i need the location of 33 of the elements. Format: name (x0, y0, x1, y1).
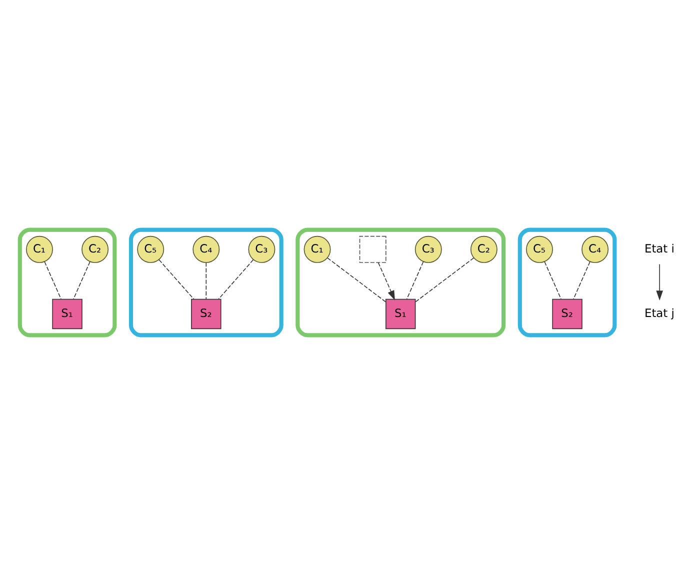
node-text: Etat j (644, 306, 674, 320)
arrow (378, 262, 395, 300)
connector (544, 261, 562, 300)
cluster (518, 228, 617, 338)
connector (158, 259, 194, 300)
connector (327, 258, 386, 302)
cluster (128, 228, 284, 338)
cluster (18, 228, 117, 338)
arrow (656, 264, 664, 300)
node-circle: C₅ (526, 236, 553, 263)
connector (218, 259, 254, 300)
node-box: S₂ (552, 298, 582, 330)
node-circle: C₃ (414, 236, 442, 263)
connector (44, 261, 62, 300)
node-circle: C₅ (137, 236, 164, 263)
node-circle: C₁ (26, 236, 53, 263)
cluster (296, 228, 506, 338)
node-box (359, 236, 386, 263)
connector (406, 261, 424, 300)
node-box: S₂ (191, 298, 222, 330)
node-circle: C₄ (192, 236, 220, 263)
connector (573, 261, 590, 300)
connector (415, 258, 474, 302)
node-box: S₁ (52, 298, 82, 330)
node-circle: C₁ (304, 236, 331, 263)
node-text: Etat i (644, 241, 674, 256)
node-box: S₁ (386, 298, 416, 330)
node-circle: C₂ (82, 236, 109, 263)
node-circle: C₂ (470, 236, 498, 263)
node-circle: C₃ (248, 236, 276, 263)
connector (73, 261, 90, 300)
node-circle: C₄ (582, 236, 609, 263)
connector (206, 262, 207, 300)
